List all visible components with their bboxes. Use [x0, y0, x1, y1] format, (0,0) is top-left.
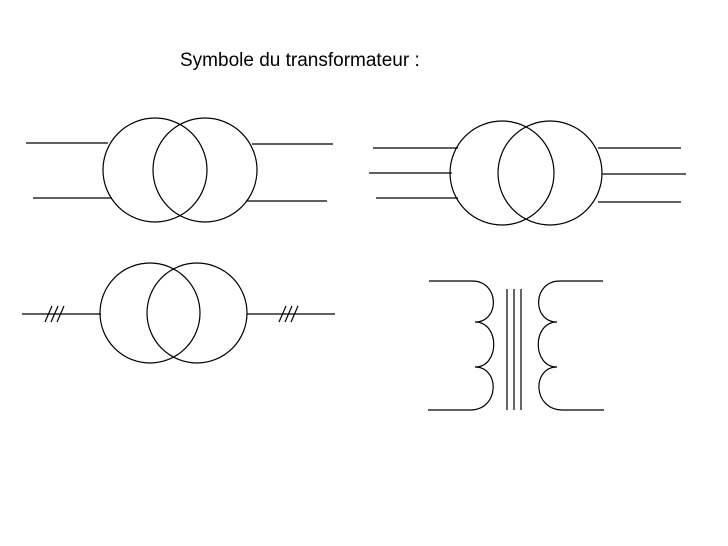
secondary-winding-circle: [152, 117, 258, 223]
transformer-symbol-single-line: [26, 117, 333, 223]
secondary-winding-circle: [497, 120, 603, 226]
secondary-hatch-1: [278, 305, 287, 323]
primary-winding-circle: [449, 120, 555, 226]
transformer-symbol-three-line: [369, 120, 686, 226]
transformer-symbol-three-phase-hatched: [22, 262, 335, 364]
primary-winding-circle: [99, 262, 201, 364]
secondary-winding-circle: [146, 262, 248, 364]
primary-hatch-3: [56, 305, 65, 323]
primary-hatch-1: [44, 305, 53, 323]
slide-title: Symbole du transformateur :: [180, 50, 420, 71]
transformer-symbol-coil-core: [428, 280, 604, 411]
secondary-hatch-2: [284, 305, 293, 323]
primary-hatch-2: [50, 305, 59, 323]
primary-coil: [469, 280, 495, 411]
secondary-coil: [537, 280, 564, 411]
primary-winding-circle: [102, 117, 208, 223]
secondary-hatch-3: [290, 305, 299, 323]
